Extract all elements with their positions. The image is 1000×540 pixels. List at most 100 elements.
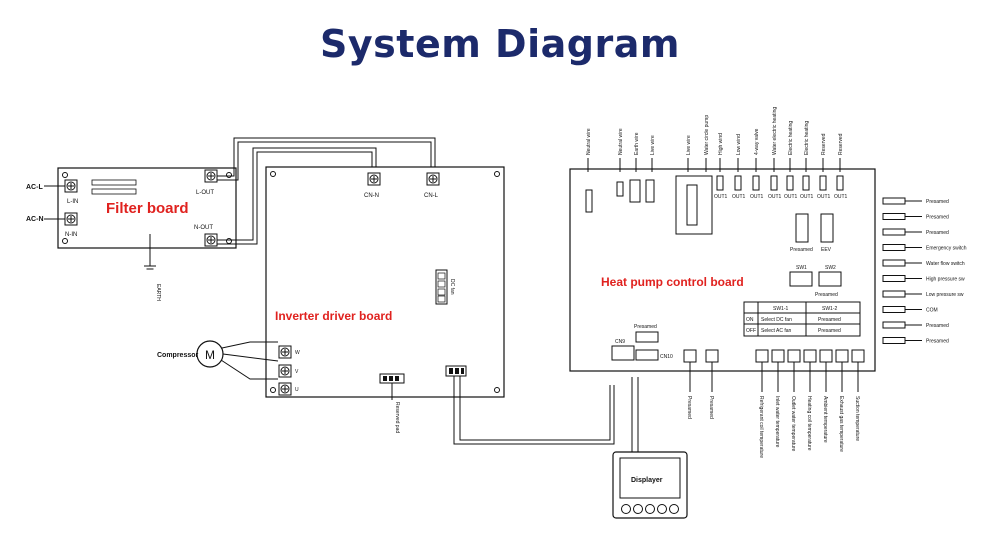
bottom-sensor-label: Presamed	[708, 396, 714, 419]
bottom-sensor-label: Refrigerant coil temperature	[758, 396, 764, 458]
cn-l-label: CN-L	[424, 193, 439, 199]
bottom-connector	[771, 349, 785, 363]
out-terminal	[786, 175, 794, 191]
n-in-terminal	[64, 212, 78, 226]
right-connector	[882, 228, 906, 236]
filter-board-label: Filter board	[106, 200, 189, 217]
ac-l-label: AC-L	[26, 184, 43, 191]
displayer: Displayer	[612, 451, 688, 519]
displayer-label: Displayer	[631, 477, 663, 484]
top-wire-label: High wind	[718, 133, 724, 155]
n-out-terminal	[204, 233, 218, 247]
bottom-connector-row	[683, 349, 865, 363]
bottom-sensor-label: Presamed	[686, 396, 692, 419]
table-row-off-state: OFF	[746, 328, 756, 334]
table-row-off-sw1-2: Presamed	[818, 328, 841, 334]
right-connector	[882, 244, 906, 251]
top-wire-label: Water circle pump	[704, 115, 710, 155]
l-in-label: L-IN	[67, 199, 78, 205]
cn-n-terminal	[367, 172, 381, 186]
out-terminal-label: OUT1	[784, 194, 798, 200]
bottom-connector	[683, 349, 697, 363]
right-input-label: Low pressure sw	[926, 292, 964, 298]
right-connector	[882, 197, 906, 205]
out-terminal-label: OUT1	[732, 194, 746, 200]
out-terminal	[716, 175, 724, 191]
top-wire-label: Live wire	[686, 135, 692, 155]
out-terminal	[802, 175, 810, 191]
right-connector	[882, 275, 906, 282]
out-terminal-label: OUT1	[834, 194, 848, 200]
top-wire-label: Earth wire	[634, 132, 640, 155]
n-out-label: N-OUT	[194, 225, 213, 231]
out-terminal-label: OUT1	[768, 194, 782, 200]
top-wire-label: Electric heating	[804, 121, 810, 155]
cn-l-terminal	[426, 172, 440, 186]
out-terminal	[752, 175, 760, 191]
right-connector	[882, 259, 906, 267]
reserved-pad-label: Reserved pad	[394, 402, 400, 433]
eev-presamed-label: Presamed	[790, 247, 813, 253]
motor-symbol: M	[205, 348, 215, 362]
out-terminal-label: OUT1	[714, 194, 728, 200]
right-input-label: Presamed	[926, 230, 949, 236]
filter-board: L-IN N-IN L-OUT N-OUT Filter board AC-L …	[26, 167, 237, 301]
v-terminal	[278, 364, 292, 378]
cn-n-label: CN-N	[364, 193, 379, 199]
right-connector	[882, 321, 906, 329]
right-input-label: Presamed	[926, 323, 949, 329]
bottom-connector	[803, 349, 817, 363]
top-wire-label: Low wind	[736, 134, 742, 155]
u-terminal	[278, 382, 292, 396]
table-header-sw1-2: SW1-2	[822, 306, 838, 312]
out-terminal-label: OUT1	[817, 194, 831, 200]
diagram-title: System Diagram	[320, 22, 680, 66]
bottom-sensor-label: Suction temperature	[854, 396, 860, 441]
table-row-on-sw1-1: Select DC fan	[761, 317, 792, 323]
table-row-on-sw1-2: Presamed	[818, 317, 841, 323]
sw1-label: SW1	[796, 265, 807, 271]
bottom-connector	[819, 349, 833, 363]
filter-to-inverter-wires	[217, 137, 436, 245]
out-terminal	[836, 175, 844, 191]
right-input-label: Water flow switch	[926, 261, 965, 267]
right-input-label: Presamed	[926, 215, 949, 221]
bottom-connector	[755, 349, 769, 363]
sw2-label: SW2	[825, 265, 836, 271]
cn9-label: CN9	[615, 339, 625, 345]
bottom-label-row: Presamed Presamed Refrigerant coil tempera…	[686, 362, 860, 458]
out-terminal	[734, 175, 742, 191]
n-in-label: N-IN	[65, 232, 77, 238]
out-terminal	[819, 175, 827, 191]
right-input-label: Presamed	[926, 339, 949, 345]
bottom-connector	[705, 349, 719, 363]
control-board-label: Heat pump control board	[601, 275, 744, 289]
v-label: V	[295, 369, 299, 375]
right-connector	[882, 337, 906, 344]
right-input-label: Presamed	[926, 199, 949, 205]
compressor: M Compressor	[157, 340, 279, 380]
top-wire-label: 4-way valve	[754, 128, 760, 155]
out-terminal-label: OUT1	[800, 194, 814, 200]
table-row-off-sw1-1: Select AC fan	[761, 328, 792, 334]
top-wire-label: Live wire	[650, 135, 656, 155]
sw-presamed-label: Presamed	[815, 292, 838, 298]
right-connector	[882, 290, 906, 298]
eev-label: EEV	[821, 247, 832, 253]
communication-wires	[453, 376, 639, 452]
dc-fan-label: DC fan	[449, 279, 455, 295]
table-row-on-state: ON	[746, 317, 754, 323]
u-label: U	[295, 387, 299, 393]
bottom-sensor-label: Inlet water temperature	[774, 396, 780, 448]
l-out-terminal	[204, 169, 218, 183]
top-wire-label: Neutral wire	[618, 128, 624, 155]
top-wire-label: Reserved	[821, 133, 827, 155]
bottom-sensor-label: Heating coil temperature	[806, 396, 812, 451]
right-connector	[882, 213, 906, 220]
inverter-driver-board: CN-N CN-L DC fan W V U Reserved pad Inve…	[265, 166, 505, 433]
w-terminal	[278, 345, 292, 359]
l-in-terminal	[64, 179, 78, 193]
